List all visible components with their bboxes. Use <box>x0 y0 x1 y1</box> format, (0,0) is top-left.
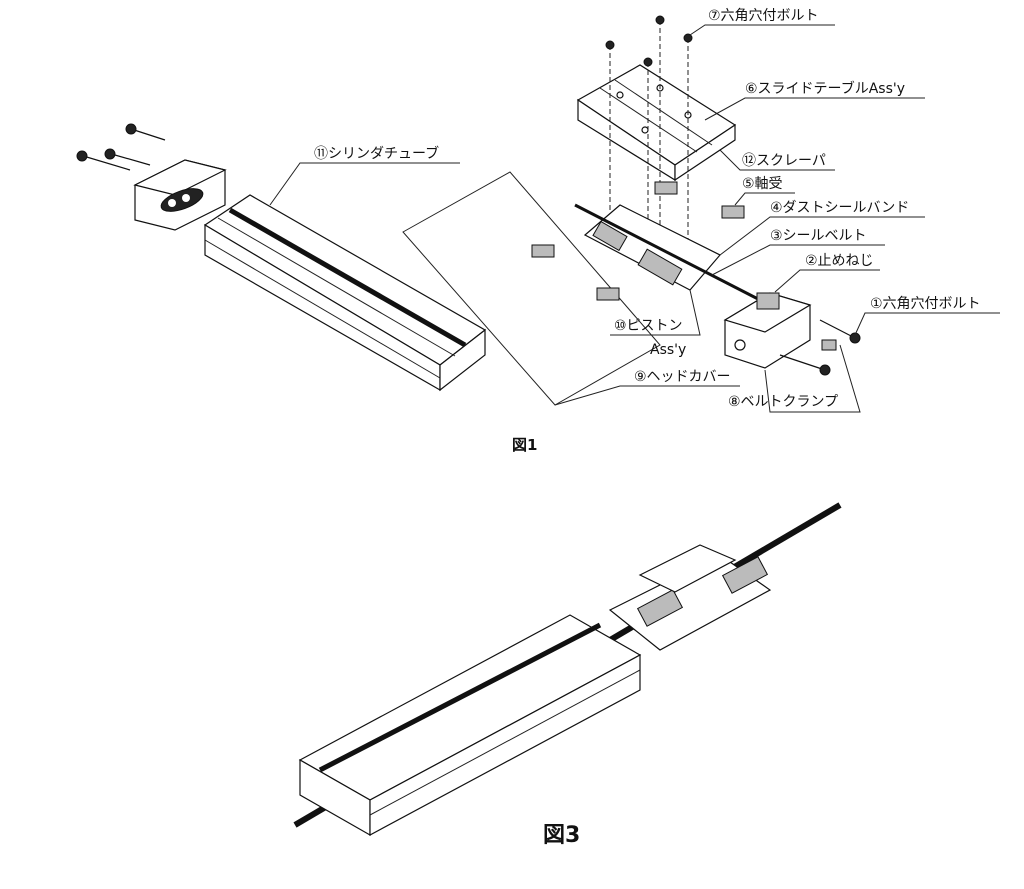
label-p2: ②止めねじ <box>805 253 874 269</box>
piston-assy <box>574 203 761 302</box>
label-p3: ③シールベルト <box>770 228 867 244</box>
callouts <box>269 24 1000 413</box>
left-head-cover <box>76 123 227 231</box>
bearings <box>531 181 745 301</box>
bolts-7 <box>605 15 693 260</box>
figure3-assembly <box>293 502 846 837</box>
slide-table <box>576 64 737 182</box>
label-p10-assy: Ass'y <box>650 342 686 358</box>
label-p8: ⑧ベルトクランプ <box>728 394 838 410</box>
label-p12: ⑫スクレーパ <box>742 153 826 169</box>
label-p11: ⑪シリンダチューブ <box>314 145 439 162</box>
assembly-plane <box>402 171 661 406</box>
label-p6: ⑥スライドテーブルAss'y <box>745 80 905 97</box>
label-p5: ⑤軸受 <box>742 176 783 192</box>
cylinder-tube <box>203 194 487 392</box>
figure1-caption: 図1 <box>512 436 537 454</box>
label-p1: ①六角穴付ボルト <box>870 296 981 312</box>
right-head-cover <box>723 292 861 376</box>
label-p10: ⑩ピストン <box>614 318 683 334</box>
label-p4: ④ダストシールバンド <box>770 200 909 216</box>
label-p9: ⑨ヘッドカバー <box>634 369 731 385</box>
figure3-caption: 図3 <box>543 823 580 848</box>
label-p7: ⑦六角穴付ボルト <box>708 8 819 24</box>
